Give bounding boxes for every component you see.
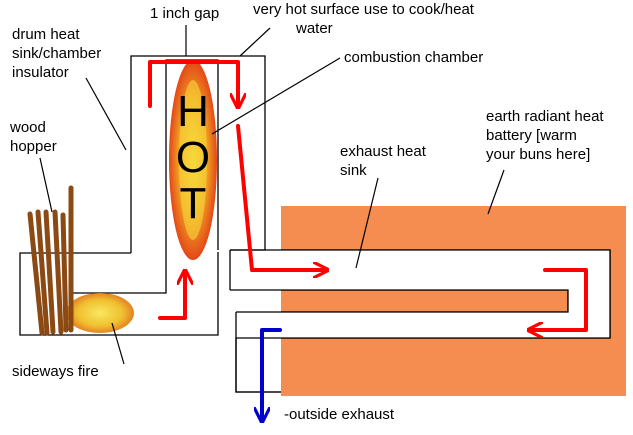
exhaust-lower-leg: [218, 250, 230, 352]
label-earth-3: your buns here]: [486, 146, 590, 163]
flow-arrows: [148, 60, 588, 330]
flow-arrow-down-drum: [236, 124, 326, 270]
hot-letter-t: T: [180, 179, 207, 228]
drum-outline: [130, 55, 266, 253]
flow-arrow-return: [530, 268, 588, 330]
outside-exhaust-arrow: [262, 328, 282, 420]
exhaust-channel-lower-fill: [281, 312, 568, 338]
label-drum-3: insulator: [12, 64, 69, 81]
label-fire: sideways fire: [12, 363, 99, 380]
label-earth-2: battery [warm: [486, 127, 577, 144]
label-drum-2: sink/chamber: [12, 45, 101, 62]
label-exhaust-sink-1: exhaust heat: [340, 143, 427, 160]
label-earth-1: earth radiant heat: [486, 108, 604, 125]
hot-letter-h: H: [177, 87, 209, 136]
label-surface-1: very hot surface use to cook/heat: [253, 1, 475, 18]
label-drum-1: drum heat: [12, 26, 80, 43]
label-combustion: combustion chamber: [344, 49, 483, 66]
label-wood-2: hopper: [10, 138, 57, 155]
label-wood-1: wood: [9, 119, 46, 136]
label-exhaust-sink-2: sink: [340, 162, 367, 179]
wood-sticks: [27, 185, 74, 336]
hot-letter-o: O: [176, 133, 210, 182]
label-outside-exhaust: -outside exhaust: [284, 406, 395, 423]
label-gap: 1 inch gap: [150, 5, 219, 22]
pointer-lines: [39, 25, 505, 365]
sideways-fire: [66, 293, 134, 333]
flow-arrow-top-loop: [148, 60, 238, 106]
label-surface-2: water: [295, 20, 333, 37]
flow-arrow-fire-up: [158, 272, 185, 320]
